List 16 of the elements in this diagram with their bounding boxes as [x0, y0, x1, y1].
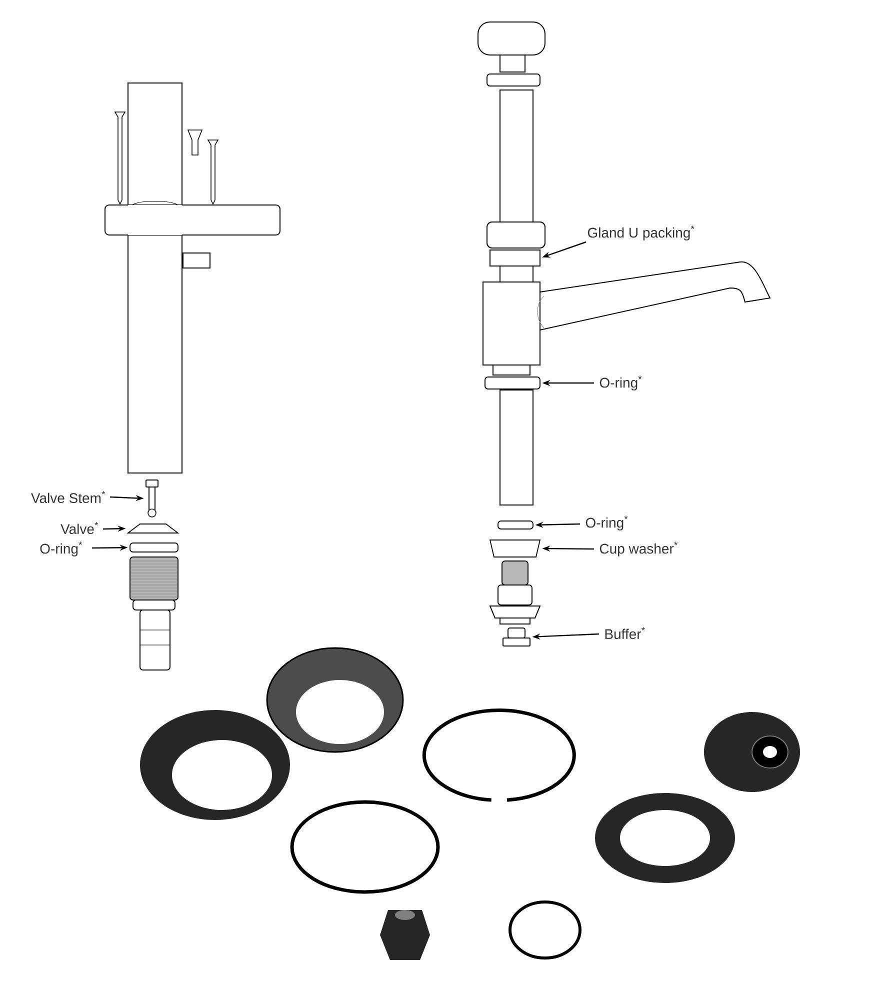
part-label: Buffer$^{*}$: [605, 626, 645, 640]
o-ring: [484, 376, 540, 390]
part-label: O-ring$^{*}$: [600, 376, 642, 390]
part-label: O-ring$^{*}$: [586, 516, 628, 530]
o-ring: [130, 542, 178, 552]
washer: [486, 74, 540, 86]
o-ring: [498, 520, 534, 530]
valve-stem: [146, 480, 158, 518]
cup-washer: [489, 540, 541, 558]
part-label: Cup washer$^{*}$: [600, 542, 678, 556]
buffer: [502, 628, 530, 646]
part-label: Valve Stem$^{*}$: [31, 490, 106, 504]
part-label: Gland U packing$^{*}$: [588, 226, 694, 240]
gland-packing: [490, 250, 540, 266]
part-label: Valve$^{*}$: [60, 522, 98, 534]
part-label: O-ring$^{*}$: [40, 542, 82, 556]
